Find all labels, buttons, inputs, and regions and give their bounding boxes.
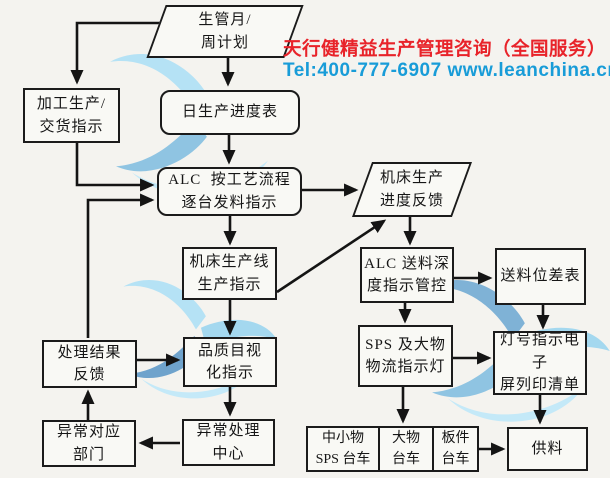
node-label: 机床生产线 生产指示 <box>189 254 270 293</box>
node-label: ALC 送料深 度指示管控 <box>364 255 450 295</box>
node-label: 灯号指示电子 屏列印清单 <box>499 332 580 394</box>
node-label: ALC 按工艺流程 逐台发料指示 <box>168 172 291 211</box>
node-process: 加工生产/ 交货指示 <box>23 88 120 143</box>
node-label: 板件 台车 <box>441 431 470 467</box>
node-label: 送料位差表 <box>500 268 581 285</box>
brand-watermark-text: 天行健精益生产管理咨询（全国服务） <box>283 38 607 59</box>
node-label: 处理结果 反馈 <box>57 344 122 384</box>
node-abnormal-dept: 异常对应 部门 <box>42 420 136 467</box>
node-cart-large: 大物 台车 <box>378 426 434 472</box>
node-feedback: 机床生产 进度反馈 <box>351 162 473 217</box>
node-quality: 品质目视 化指示 <box>183 337 277 387</box>
node-cart-panel: 板件 台车 <box>432 426 479 472</box>
node-label: 机床生产 进度反馈 <box>379 170 444 209</box>
node-cart-small-sps: 中小物 SPS 台车 <box>306 426 380 472</box>
node-label: 品质目视 化指示 <box>197 342 262 382</box>
node-supply: 供料 <box>507 427 588 471</box>
node-sps: SPS 及大物 物流指示灯 <box>358 325 453 387</box>
node-daily: 日生产进度表 <box>160 90 300 135</box>
contact-watermark-text: Tel:400-777-6907 www.leanchina.cn <box>283 60 610 81</box>
node-machine-line: 机床生产线 生产指示 <box>182 247 277 300</box>
node-label: 异常对应 部门 <box>56 424 121 463</box>
node-label: 生管月/ 周计划 <box>198 12 252 51</box>
node-result: 处理结果 反馈 <box>42 340 137 388</box>
node-light-sign: 灯号指示电子 屏列印清单 <box>493 331 587 395</box>
node-alc1: ALC 按工艺流程 逐台发料指示 <box>157 167 302 216</box>
node-label: 加工生产/ 交货指示 <box>36 96 107 135</box>
node-gap-table: 送料位差表 <box>495 248 586 305</box>
node-label: SPS 及大物 物流指示灯 <box>365 336 446 376</box>
node-plan: 生管月/ 周计划 <box>146 5 304 58</box>
node-alc2: ALC 送料深 度指示管控 <box>360 247 454 303</box>
node-label: 日生产进度表 <box>181 104 278 121</box>
node-abnormal-center: 异常处理 中心 <box>182 419 275 466</box>
node-label: 异常处理 中心 <box>196 423 261 462</box>
node-label: 供料 <box>531 440 564 457</box>
node-label: 大物 台车 <box>392 431 420 467</box>
node-label: 中小物 SPS 台车 <box>315 431 371 467</box>
